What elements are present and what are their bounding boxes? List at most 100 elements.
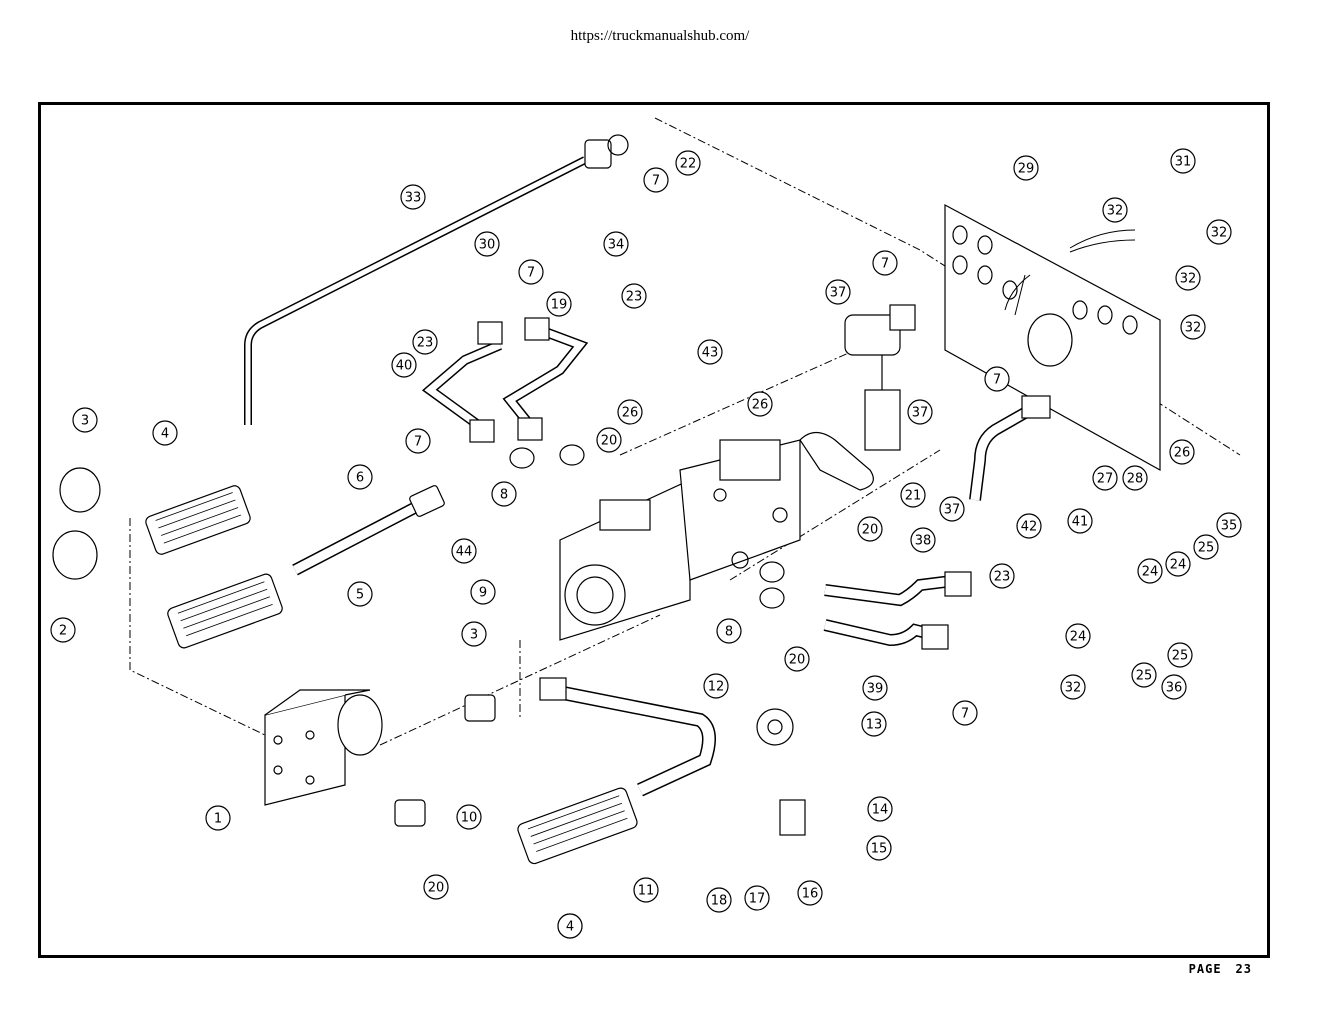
callout-circle xyxy=(825,279,851,305)
callout-28: 28 xyxy=(1122,465,1148,491)
callout-number: 26 xyxy=(1174,446,1191,461)
callout-circle xyxy=(152,420,178,446)
gasket-22 xyxy=(799,431,874,491)
callout-circle xyxy=(989,563,1015,589)
callout-circle xyxy=(1180,314,1206,340)
callout-number: 21 xyxy=(905,489,922,504)
page-number: 23 xyxy=(1235,962,1252,976)
callout-10: 10 xyxy=(456,804,482,830)
callout-3: 3 xyxy=(461,621,487,647)
callout-circle xyxy=(1137,558,1163,584)
callout-number: 1 xyxy=(214,812,222,827)
callout-25: 25 xyxy=(1167,642,1193,668)
callout-32: 32 xyxy=(1175,265,1201,291)
callout-25: 25 xyxy=(1131,662,1157,688)
callout-number: 32 xyxy=(1065,681,1082,696)
callout-37: 37 xyxy=(825,279,851,305)
callout-number: 10 xyxy=(461,811,478,826)
callout-8: 8 xyxy=(491,481,517,507)
callout-number: 8 xyxy=(725,625,733,640)
callout-circle xyxy=(546,291,572,317)
callout-7: 7 xyxy=(952,700,978,726)
callout-number: 43 xyxy=(702,346,719,361)
callout-circle xyxy=(347,464,373,490)
callout-circle xyxy=(405,428,431,454)
callout-7: 7 xyxy=(984,366,1010,392)
callout-30: 30 xyxy=(474,231,500,257)
callout-2: 2 xyxy=(50,617,76,643)
callout-circle xyxy=(1065,623,1091,649)
callout-12: 12 xyxy=(703,673,729,699)
callout-26: 26 xyxy=(747,391,773,417)
callout-circle xyxy=(900,482,926,508)
bulkhead-plate xyxy=(944,203,1161,472)
callout-number: 32 xyxy=(1185,321,1202,336)
callout-circle xyxy=(872,250,898,276)
callout-circle xyxy=(518,259,544,285)
callout-13: 13 xyxy=(861,711,887,737)
callout-number: 20 xyxy=(601,434,618,449)
callout-circle xyxy=(461,621,487,647)
callout-number: 16 xyxy=(802,887,819,902)
callout-32: 32 xyxy=(1060,674,1086,700)
diagram-frame xyxy=(38,102,1270,958)
callout-circle xyxy=(1122,465,1148,491)
callout-number: 7 xyxy=(961,707,969,722)
callout-circle xyxy=(703,673,729,699)
callout-circle xyxy=(1165,551,1191,577)
callout-38: 38 xyxy=(910,527,936,553)
callout-circle xyxy=(1060,674,1086,700)
callout-number: 7 xyxy=(993,373,1001,388)
callout-circle xyxy=(747,391,773,417)
callout-18: 18 xyxy=(706,887,732,913)
callout-number: 44 xyxy=(456,545,473,560)
callout-number: 25 xyxy=(1172,649,1189,664)
callout-circle xyxy=(1092,465,1118,491)
elbow-2 xyxy=(52,530,98,580)
callout-number: 40 xyxy=(396,359,413,374)
callout-42: 42 xyxy=(1016,513,1042,539)
callout-circle xyxy=(423,874,449,900)
callout-number: 37 xyxy=(944,503,961,518)
callout-number: 27 xyxy=(1097,472,1114,487)
callout-7: 7 xyxy=(405,428,431,454)
callout-4: 4 xyxy=(152,420,178,446)
callout-number: 9 xyxy=(479,586,487,601)
page-label: PAGE xyxy=(1188,962,1222,976)
callout-layer: 1233444567777778891011121314151617181920… xyxy=(50,148,1242,939)
callout-number: 31 xyxy=(1175,155,1192,170)
callout-32: 32 xyxy=(1102,197,1128,223)
callout-number: 3 xyxy=(81,414,89,429)
callout-circle xyxy=(716,618,742,644)
callout-number: 23 xyxy=(994,570,1011,585)
callout-43: 43 xyxy=(697,339,723,365)
callout-11: 11 xyxy=(633,877,659,903)
callout-circle xyxy=(1013,155,1039,181)
callout-circle xyxy=(412,329,438,355)
callout-number: 32 xyxy=(1180,272,1197,287)
callout-5: 5 xyxy=(347,581,373,607)
oring-7-top xyxy=(607,134,629,156)
callout-circle xyxy=(391,352,417,378)
callout-number: 18 xyxy=(711,894,728,909)
callout-33: 33 xyxy=(400,184,426,210)
callout-number: 11 xyxy=(638,884,655,899)
callout-number: 14 xyxy=(872,803,889,818)
callout-number: 7 xyxy=(881,257,889,272)
bracket-14 xyxy=(779,799,806,836)
harness-33 xyxy=(1004,229,1136,316)
callout-23: 23 xyxy=(412,329,438,355)
callout-circle xyxy=(675,150,701,176)
callout-29: 29 xyxy=(1013,155,1039,181)
callout-circle xyxy=(205,805,231,831)
filter-4-bottom xyxy=(167,573,283,649)
callout-circle xyxy=(784,646,810,672)
callout-circle xyxy=(596,427,622,453)
callout-number: 39 xyxy=(867,682,884,697)
callout-16: 16 xyxy=(797,880,823,906)
callout-number: 41 xyxy=(1072,515,1089,530)
callout-circle xyxy=(456,804,482,830)
callout-circle xyxy=(491,481,517,507)
callout-15: 15 xyxy=(866,835,892,861)
